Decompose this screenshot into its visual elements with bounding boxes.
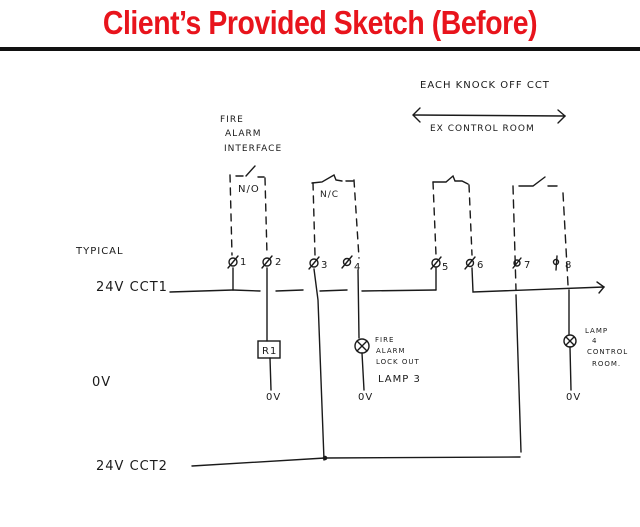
switch-blade-3 <box>432 174 469 185</box>
terminal-5-label: 5 <box>442 262 449 273</box>
each-knock-off-label: EACH KNOCK OFF CCT <box>420 80 550 91</box>
relay-r1-label: R1 <box>262 346 277 357</box>
lamp4-label-line3: CONTROL <box>587 348 628 356</box>
switch-blade-1 <box>245 165 256 177</box>
switch-blade-2 <box>311 173 343 184</box>
contact-type-no: N/O <box>238 184 260 195</box>
lamp3-label-line2: ALARM <box>376 347 406 355</box>
terminal-7-wire <box>515 294 522 453</box>
interface-label: INTERFACE <box>224 144 282 154</box>
lamp3-branch <box>354 269 370 391</box>
contact-nc-3-4 <box>312 179 360 259</box>
typical-label: TYPICAL <box>75 246 124 257</box>
contact-type-nc: N/C <box>320 190 339 200</box>
lamp3-name: LAMP 3 <box>378 374 421 385</box>
ex-control-room-label: EX CONTROL ROOM <box>430 124 535 134</box>
terminal-4-label: 4 <box>354 262 361 273</box>
terminal-2-label: 2 <box>275 257 282 268</box>
lamp3-label-line1: FIRE <box>375 336 394 344</box>
lamp3-label-line3: LOCK OUT <box>376 358 420 366</box>
lamp3-0v-label: 0V <box>358 392 373 403</box>
terminal-7-label: 7 <box>524 260 531 271</box>
relay-branch <box>257 267 281 391</box>
title-underline <box>0 47 640 51</box>
terminals <box>227 255 560 271</box>
terminal-1-label: 1 <box>240 257 247 268</box>
terminal-8-label: 8 <box>565 260 572 271</box>
contact-5-6 <box>432 181 473 256</box>
cct2-label: 24V CCT2 <box>96 459 168 474</box>
terminal-3-wire <box>313 268 325 461</box>
relay-0v-label: 0V <box>266 392 281 403</box>
lamp4-label-line2: 4 <box>592 337 597 345</box>
switch-blade-4 <box>518 176 546 187</box>
cct1-label: 24V CCT1 <box>96 280 168 295</box>
cct2-rail <box>191 456 521 467</box>
lamp4-branch <box>563 289 577 391</box>
terminal-3-label: 3 <box>321 260 328 271</box>
cct1-rail <box>169 267 606 294</box>
contact-no-1-2 <box>229 174 268 256</box>
fire-label: FIRE <box>220 115 244 125</box>
lamp4-0v-label: 0V <box>566 392 581 403</box>
double-arrow <box>412 107 567 124</box>
page-title: Client’s Provided Sketch (Before) <box>102 4 538 41</box>
contact-7-8 <box>512 185 569 291</box>
zero-v-label: 0V <box>92 375 111 390</box>
lamp4-label-line4: ROOM. <box>592 360 621 368</box>
terminal-6-label: 6 <box>477 260 484 271</box>
lamp4-label-line1: LAMP <box>585 327 608 335</box>
alarm-label: ALARM <box>225 129 262 139</box>
